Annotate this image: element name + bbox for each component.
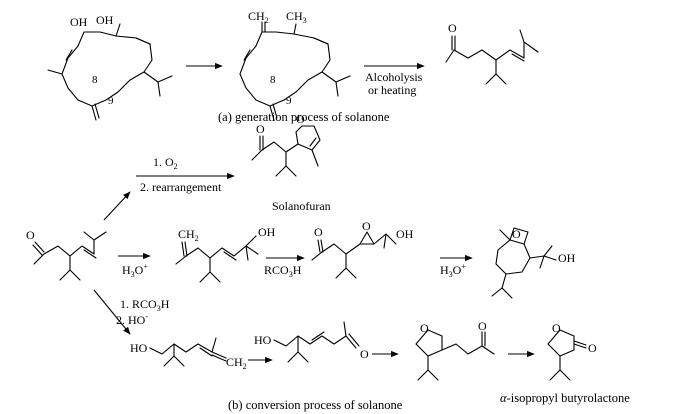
- carbon-number-label: 9: [286, 95, 292, 107]
- carbon-number-label: 8: [270, 74, 276, 86]
- reaction-arrow: Alcoholysis or heating: [364, 62, 425, 97]
- oxygen-label: O: [314, 225, 323, 239]
- reagent-label: H3O+: [440, 262, 466, 279]
- reaction-arrow: H3O+: [118, 252, 151, 279]
- reaction-arrow: [103, 191, 131, 221]
- reagent-label: 2. rearrangement: [140, 180, 222, 194]
- epoxy-ketone-structure: O O OH: [311, 219, 414, 279]
- bicyclic-ketal-structure: O OH: [491, 227, 576, 299]
- solanofuran-label: Solanofuran: [272, 199, 331, 213]
- oxygen-label: O: [478, 319, 487, 333]
- solanone-structure: O: [445, 21, 539, 85]
- ch3-label: CH3: [286, 9, 307, 25]
- carbon-number-label: 8: [92, 74, 98, 86]
- solanone-structure: O: [26, 228, 107, 281]
- reagent-label: 1. RCO3H: [120, 297, 170, 313]
- oh-label: OH: [70, 15, 88, 29]
- reagent-label: RCO3H: [264, 263, 302, 279]
- butyrolactone-structure: O O: [547, 321, 597, 381]
- carbon-number-label: 9: [108, 95, 114, 107]
- ch2-label: CH2: [178, 227, 199, 243]
- reagent-label: 2. HO-: [116, 312, 148, 327]
- oh-label: OH: [258, 225, 276, 239]
- oxygen-label: O: [512, 227, 521, 241]
- oh-label: OH: [558, 251, 576, 265]
- reaction-arrow: RCO3H: [264, 254, 305, 279]
- reaction-arrow: H3O+: [440, 254, 473, 279]
- thf-ketone-structure: O O: [415, 319, 495, 381]
- oxygen-label: O: [26, 228, 35, 242]
- reaction-arrow: 1. O2 2. rearrangement: [136, 155, 235, 194]
- ho-label: HO: [130, 341, 148, 355]
- allylic-alcohol-structure: CH2 OH: [175, 225, 276, 283]
- oxygen-label: O: [588, 341, 597, 355]
- oxygen-label: O: [420, 321, 429, 335]
- oxygen-label: O: [552, 321, 561, 335]
- diene-alcohol-structure: HO CH2: [130, 337, 247, 371]
- oxygen-label: O: [256, 122, 265, 136]
- solanofuran-structure: O O: [251, 112, 321, 177]
- oh-label: OH: [396, 227, 414, 241]
- reagent-label: Alcoholysis: [365, 70, 423, 84]
- oxygen-label: O: [360, 347, 369, 361]
- enone-alcohol-structure: HO O: [254, 321, 369, 363]
- ch2-label: CH2: [226, 355, 247, 371]
- oxygen-label: O: [448, 21, 457, 35]
- cembratriene-structure: CH2 CH3 8 9: [239, 9, 351, 121]
- reagent-label: or heating: [368, 83, 416, 97]
- cembrene-diol-structure: OH OH 8 9: [47, 13, 173, 121]
- reagent-label: H3O+: [122, 262, 148, 279]
- oh-label: OH: [96, 13, 114, 27]
- caption-a: (a) generation process of solanone: [218, 110, 390, 124]
- oxygen-label: O: [362, 219, 371, 233]
- lactone-caption: α-isopropyl butyrolactone: [500, 391, 630, 405]
- ch2-label: CH2: [248, 9, 269, 25]
- reagent-label: 1. O2: [153, 155, 178, 171]
- caption-b: (b) conversion process of solanone: [228, 398, 403, 412]
- ho-label: HO: [254, 333, 272, 347]
- reaction-arrow: 1. RCO3H 2. HO-: [93, 289, 170, 335]
- oxygen-label: O: [296, 112, 305, 126]
